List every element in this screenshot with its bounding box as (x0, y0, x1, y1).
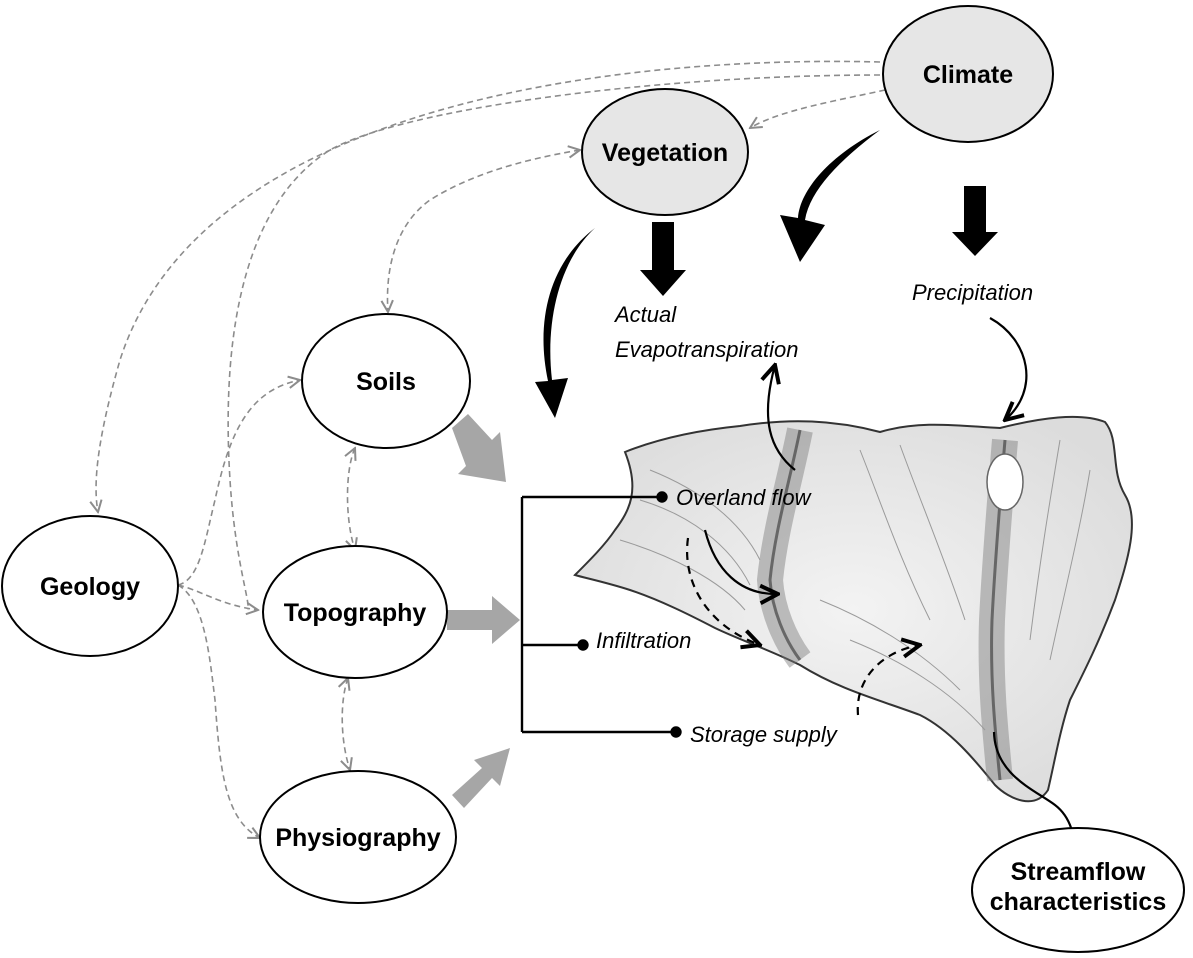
storage-supply-label: Storage supply (690, 722, 839, 747)
overland-flow-dot (658, 493, 667, 502)
vegetation-label: Vegetation (602, 139, 728, 167)
overland-flow-label: Overland flow (676, 485, 813, 510)
node-streamflow: Streamflow characteristics (972, 828, 1184, 952)
topography-label: Topography (284, 599, 427, 627)
wide-gray-arrows (447, 414, 520, 808)
node-topography: Topography (263, 546, 447, 678)
catchment-landscape (575, 417, 1132, 801)
node-vegetation: Vegetation (582, 89, 748, 215)
geology-label: Geology (40, 573, 140, 601)
physiography-label: Physiography (275, 824, 440, 852)
actual-et-label-line2: Evapotranspiration (615, 337, 798, 362)
soils-label: Soils (356, 368, 416, 396)
infiltration-dot (579, 641, 588, 650)
node-geology: Geology (2, 516, 178, 656)
node-climate: Climate (883, 6, 1053, 142)
node-soils: Soils (302, 314, 470, 448)
climate-label: Climate (923, 61, 1013, 89)
infiltration-label: Infiltration (596, 628, 691, 653)
actual-et-label-line1: Actual (613, 302, 677, 327)
streamflow-label-line1: Streamflow (1011, 858, 1146, 886)
node-physiography: Physiography (260, 771, 456, 903)
storage-supply-dot (672, 728, 681, 737)
streamflow-label-line2: characteristics (990, 888, 1167, 916)
precipitation-label: Precipitation (912, 280, 1033, 305)
